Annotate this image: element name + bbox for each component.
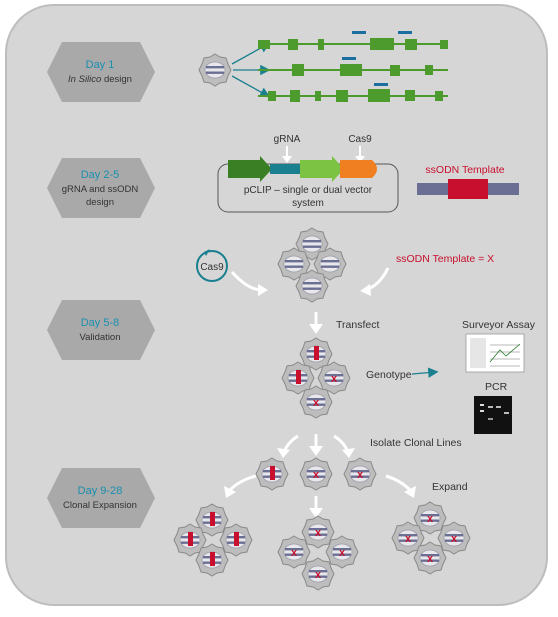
clonal-cell-2: x	[299, 457, 333, 491]
step-description: In Silico design	[68, 74, 132, 85]
step-day-label: Day 1	[86, 59, 115, 71]
step-description: Clonal Expansion	[63, 500, 137, 511]
expanded-colony-1	[173, 503, 253, 577]
svg-text:x: x	[315, 527, 322, 539]
svg-text:x: x	[405, 533, 412, 545]
vector-caption-line2: system	[292, 198, 324, 209]
transfect-label: Transfect	[336, 319, 379, 331]
svg-text:x: x	[427, 513, 434, 525]
svg-text:x: x	[315, 569, 322, 581]
svg-text:x: x	[291, 547, 298, 559]
cas9-plasmid: Cas9	[196, 249, 268, 296]
transfect-arrow	[309, 312, 323, 334]
gene-model-2	[258, 57, 448, 76]
expand-arrows	[228, 474, 412, 510]
step-description: Validation	[79, 332, 120, 343]
expand-label: Expand	[432, 481, 468, 493]
pcr-label: PCR	[485, 381, 508, 393]
ssodn-template: ssODN Template	[417, 164, 519, 199]
grna-target-mark	[342, 57, 356, 60]
step-badge-day1: Day 1 In Silico design	[47, 42, 155, 102]
ssodn-arrow	[360, 267, 390, 296]
step-day-label: Day 2-5	[81, 169, 120, 181]
cas9-plasmid-label: Cas9	[200, 262, 224, 273]
grna-cassette	[228, 156, 272, 182]
workflow-panel	[5, 4, 548, 606]
cas9-cassette	[340, 160, 377, 178]
step-badge-day9-28: Day 9-28 Clonal Expansion	[47, 468, 155, 528]
pclip-vector: gRNA Cas9 pCLIP – single or dual vector …	[217, 134, 399, 213]
source-cell	[198, 53, 232, 87]
svg-text:x: x	[313, 469, 320, 481]
cell-cluster-transfected: x x	[281, 337, 351, 419]
genotype-arrow	[411, 367, 439, 378]
cas9-label: Cas9	[348, 134, 372, 145]
step-day-label: Day 9-28	[78, 485, 123, 497]
expanded-colony-3: x x x x	[391, 501, 471, 575]
grna-target-mark	[352, 31, 366, 34]
genotype-label: Genotype	[366, 369, 412, 381]
clonal-cell-3: x	[343, 457, 377, 491]
promoter-segment	[270, 164, 302, 174]
pcr-gel-image	[474, 396, 512, 434]
ssodn-template-label: ssODN Template	[425, 164, 504, 176]
svg-text:x: x	[427, 553, 434, 565]
vector-caption-line1: pCLIP – single or dual vector	[244, 185, 373, 196]
ssodn-template-equation: ssODN Template = X	[396, 253, 494, 265]
svg-text:x: x	[357, 469, 364, 481]
expanded-colony-2: x x x x	[277, 515, 359, 591]
clonal-cell-1	[255, 457, 289, 491]
surveyor-assay-image	[465, 333, 525, 373]
surveyor-assay-label: Surveyor Assay	[462, 319, 536, 331]
grna-scaffold	[300, 156, 344, 182]
grna-target-mark	[374, 83, 388, 86]
isolate-clonal-lines-label: Isolate Clonal Lines	[370, 437, 462, 449]
svg-text:x: x	[331, 373, 338, 385]
step-badge-day5-8: Day 5-8 Validation	[47, 300, 155, 360]
gene-model-1	[258, 31, 448, 50]
svg-text:x: x	[313, 397, 320, 409]
gene-model-3	[258, 83, 448, 102]
grna-label: gRNA	[274, 134, 301, 145]
step-badge-day2-5: Day 2-5 gRNA and ssODN design	[47, 158, 155, 218]
svg-text:x: x	[339, 547, 346, 559]
step-description-line1: gRNA and ssODN	[62, 184, 139, 195]
svg-text:x: x	[451, 533, 458, 545]
step-description-line2: design	[86, 197, 114, 208]
grna-target-mark	[398, 31, 412, 34]
step-day-label: Day 5-8	[81, 317, 120, 329]
